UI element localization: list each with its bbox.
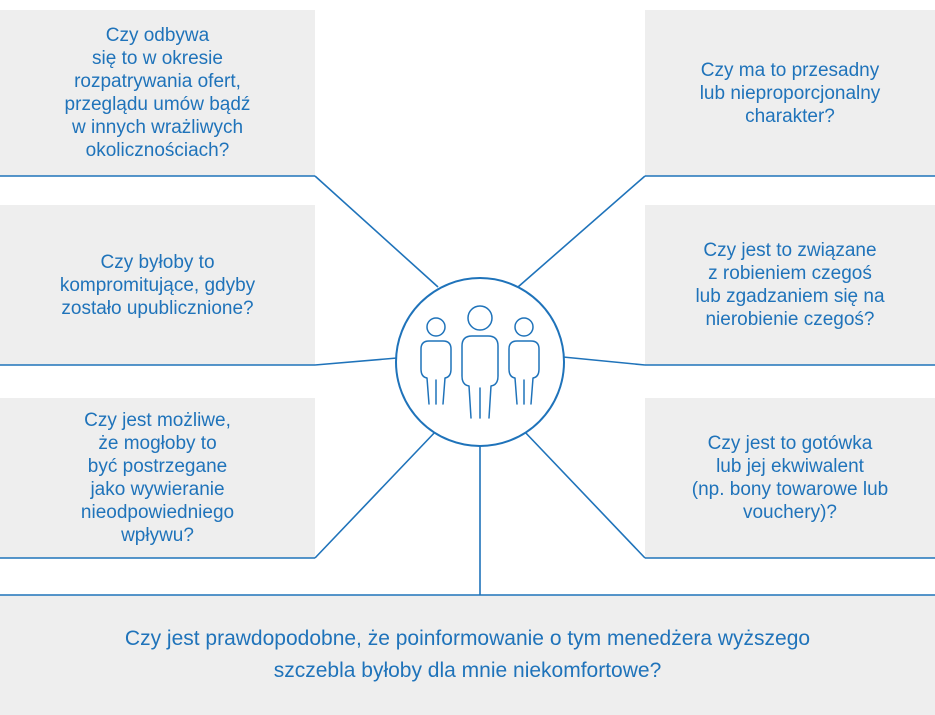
spoke-top-right bbox=[517, 175, 646, 288]
question-box-bottom: Czy jest prawdopodobne, że poinformowani… bbox=[0, 595, 935, 715]
question-text-top-right: Czy ma to przesadny lub nieproporcjonaln… bbox=[699, 59, 881, 127]
question-text-top-left: Czy odbywa się to w okresie rozpatrywani… bbox=[64, 25, 251, 161]
spoke-mid-left bbox=[314, 357, 398, 366]
question-text-mid-right: Czy jest to związane z robieniem czegoś … bbox=[695, 240, 885, 330]
question-text-bottom: Czy jest prawdopodobne, że poinformowani… bbox=[124, 627, 811, 682]
left-person-head bbox=[426, 317, 446, 337]
center-circle bbox=[395, 277, 565, 447]
group-of-people-icon bbox=[420, 305, 540, 419]
question-box-bottom-left: Czy jest możliwe, że mogłoby to być post… bbox=[0, 398, 315, 558]
spoke-mid-right bbox=[562, 356, 646, 366]
question-box-top-left: Czy odbywa się to w okresie rozpatrywani… bbox=[0, 10, 315, 176]
question-box-top-right: Czy ma to przesadny lub nieproporcjonaln… bbox=[645, 10, 935, 176]
question-text-bottom-left: Czy jest możliwe, że mogłoby to być post… bbox=[80, 410, 235, 546]
right-person-head bbox=[514, 317, 534, 337]
question-box-mid-left: Czy byłoby to kompromitujące, gdyby zost… bbox=[0, 205, 315, 365]
question-box-bottom-right: Czy jest to gotówka lub jej ekwiwalent (… bbox=[645, 398, 935, 558]
left-person-body bbox=[420, 340, 452, 405]
spoke-top-left bbox=[314, 175, 439, 288]
center-person-body bbox=[461, 335, 499, 419]
right-person-body bbox=[508, 340, 540, 405]
question-text-bottom-right: Czy jest to gotówka lub jej ekwiwalent (… bbox=[691, 433, 889, 523]
spoke-bottom-left bbox=[314, 429, 438, 559]
center-person-head bbox=[467, 305, 493, 331]
spoke-bottom-right bbox=[522, 429, 646, 559]
question-text-mid-left: Czy byłoby to kompromitujące, gdyby zost… bbox=[59, 251, 256, 319]
question-box-mid-right: Czy jest to związane z robieniem czegoś … bbox=[645, 205, 935, 365]
